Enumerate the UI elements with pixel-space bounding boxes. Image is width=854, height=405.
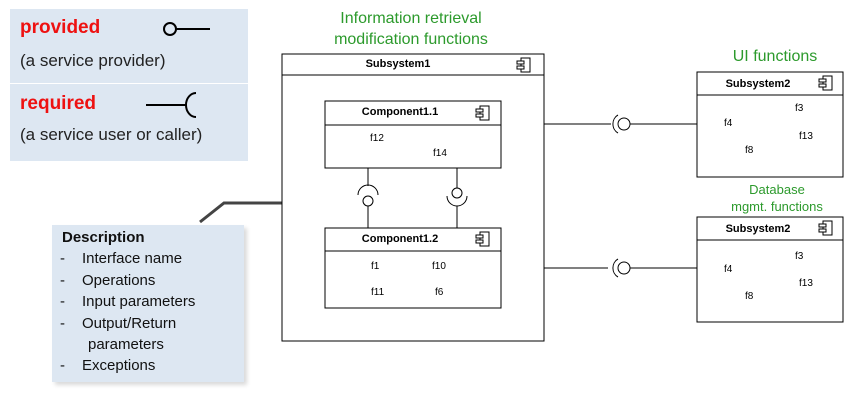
description-item: Operations [82, 272, 156, 289]
function-label: f10 [432, 261, 446, 272]
description-item-bullet: - [60, 315, 65, 332]
component12-box [324, 227, 502, 309]
legend-divider [10, 83, 248, 84]
description-item: Input parameters [82, 293, 196, 310]
internal-interface-right [446, 168, 468, 228]
function-label: f1 [371, 261, 380, 272]
component12-title: Component1.2 [361, 233, 439, 245]
description-item: Exceptions [82, 357, 156, 374]
info-heading-line2: modification functions [334, 31, 488, 48]
description-item: Interface name [82, 250, 183, 267]
subsystem1-title: Subsystem1 [365, 58, 431, 70]
db-heading-line1: Database [749, 182, 805, 197]
internal-interface-left [357, 168, 379, 228]
db-interface-connector [544, 258, 697, 278]
legend-panel: provided (a service provider) required (… [10, 9, 248, 161]
legend-required-desc: (a service user or caller) [20, 125, 203, 144]
function-label: f3 [795, 251, 804, 262]
function-label: f3 [795, 103, 804, 114]
function-label: f6 [435, 287, 444, 298]
function-label: f8 [745, 291, 754, 302]
legend-required-label: required [20, 93, 97, 114]
function-label: f11 [371, 287, 385, 298]
component11-box [324, 100, 502, 169]
db-heading-line2: mgmt. functions [731, 199, 823, 214]
component-icon [516, 57, 531, 73]
required-interface-icon [146, 92, 197, 118]
component-icon [475, 231, 490, 247]
function-label: f13 [799, 131, 813, 142]
legend-provided-desc: (a service provider) [20, 51, 166, 70]
description-title: Description [62, 229, 145, 246]
subsystem2-ui-title: Subsystem2 [725, 78, 791, 90]
description-item: Output/Return [82, 315, 177, 332]
function-label: f4 [724, 118, 733, 129]
component-icon [818, 75, 833, 91]
info-heading: Information retrieval modification funct… [300, 8, 522, 50]
description-item-bullet: - [60, 293, 65, 310]
function-label: f4 [724, 264, 733, 275]
component-icon [818, 220, 833, 236]
subsystem2-ui-box [696, 71, 844, 178]
ui-heading: UI functions [732, 48, 818, 65]
description-item: parameters [88, 336, 164, 353]
function-label: f8 [745, 145, 754, 156]
subsystem2-db-title: Subsystem2 [725, 223, 791, 235]
description-item-bullet: - [60, 357, 65, 374]
function-label: f14 [433, 148, 447, 159]
provided-interface-icon [163, 22, 210, 36]
function-label: f12 [370, 133, 384, 144]
description-item-bullet: - [60, 272, 65, 289]
component11-title: Component1.1 [361, 106, 439, 118]
description-item-bullet: - [60, 250, 65, 267]
subsystem2-db-box [696, 216, 844, 323]
ui-interface-connector [544, 114, 697, 134]
description-panel: Description - Interface name - Operation… [52, 225, 244, 382]
function-label: f13 [799, 278, 813, 289]
db-heading: Database mgmt. functions [700, 181, 854, 215]
component-icon [475, 105, 490, 121]
info-heading-line1: Information retrieval [340, 10, 482, 27]
legend-provided-label: provided [20, 17, 101, 38]
